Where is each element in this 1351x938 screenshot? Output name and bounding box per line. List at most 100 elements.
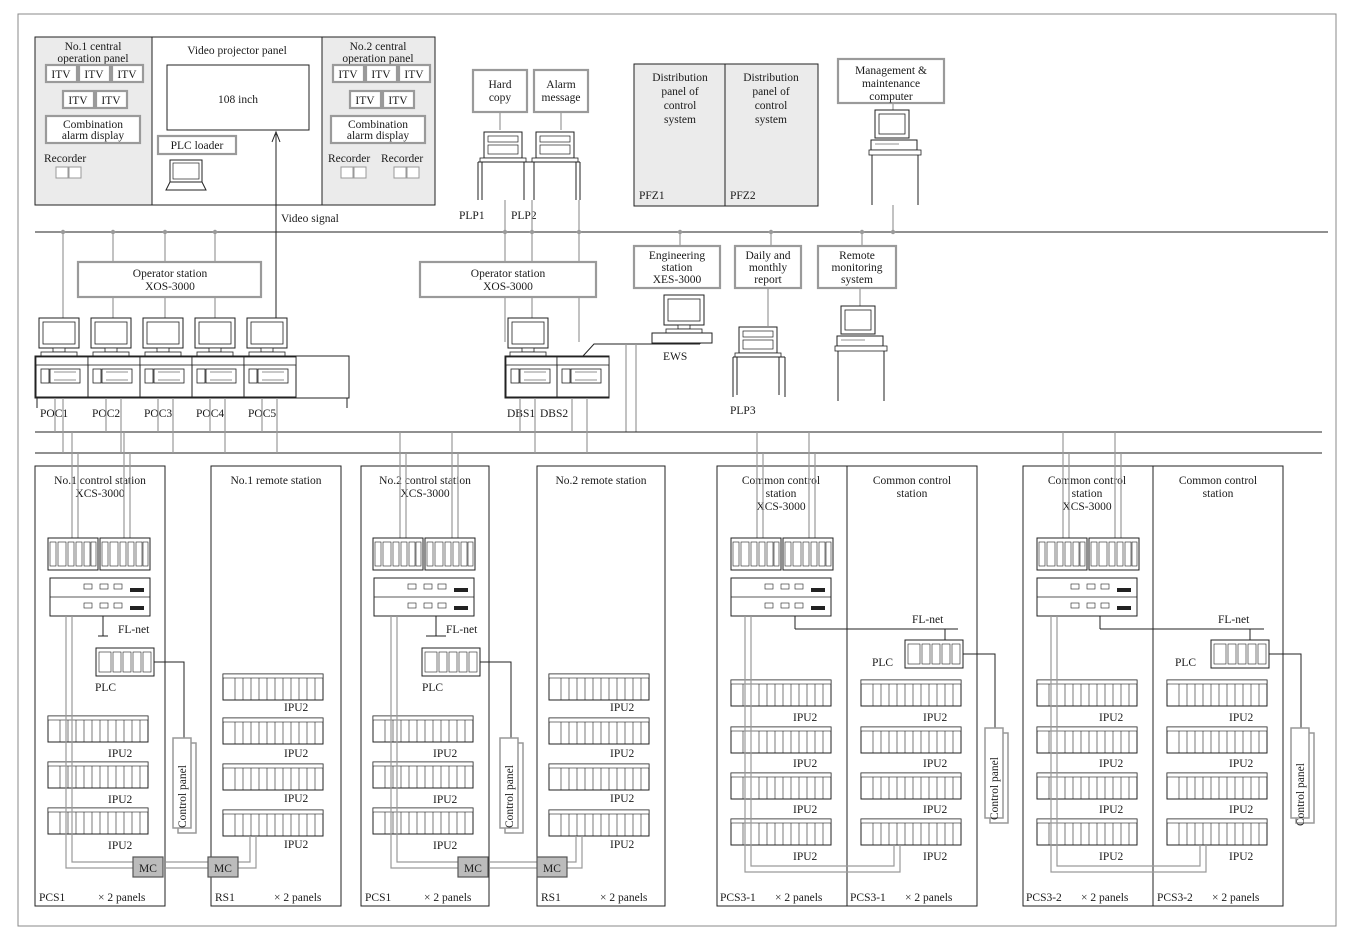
console-icon bbox=[243, 356, 297, 398]
switch-icon bbox=[49, 577, 151, 617]
combo-line1: Combination bbox=[63, 119, 123, 131]
plc-label: PLC bbox=[95, 682, 116, 694]
mc-label: MC bbox=[543, 863, 561, 875]
ipu-racks-rs2: IPU2 IPU2 IPU2 IPU2 bbox=[548, 673, 650, 851]
engineering-text: XES-3000 bbox=[653, 274, 702, 286]
laptop-icon bbox=[165, 159, 207, 191]
poc1-label: POC1 bbox=[40, 408, 68, 420]
ipu-rack-icon bbox=[1166, 726, 1268, 754]
ipu-rack-icon bbox=[1166, 772, 1268, 800]
alarm-message-box bbox=[532, 68, 590, 114]
fl-net-label: FL-net bbox=[446, 624, 478, 636]
ipu-label: IPU2 bbox=[1229, 758, 1254, 770]
hard-copy-line2: copy bbox=[489, 92, 512, 104]
central2-itv-monitors: ITV ITV ITV ITV ITV bbox=[331, 63, 432, 110]
dbs2-label: DBS2 bbox=[540, 408, 568, 420]
central2-recorder-label: Recorder bbox=[328, 153, 370, 165]
station-footer-id: RS1 bbox=[215, 892, 235, 904]
engineering-text: Engineering bbox=[649, 250, 705, 262]
itv-label: ITV bbox=[404, 69, 424, 81]
ipu-rack-icon bbox=[730, 679, 832, 707]
ipu-label: IPU2 bbox=[923, 851, 948, 863]
ipu-label: IPU2 bbox=[1099, 804, 1124, 816]
control-panel-label: Control panel bbox=[1295, 763, 1307, 826]
station-footer-panels: × 2 panels bbox=[905, 892, 953, 904]
station-footer-panels: × 2 panels bbox=[600, 892, 648, 904]
console-to-bus-drops bbox=[54, 398, 588, 453]
plc-label: PLC bbox=[1175, 657, 1196, 669]
remote-monitoring-box bbox=[816, 244, 898, 290]
cc2b-title2: station bbox=[1203, 488, 1234, 500]
controller-icon bbox=[730, 537, 782, 571]
operator-consoles bbox=[34, 317, 350, 408]
plc-loader-box bbox=[156, 134, 238, 156]
station-footer-panels: × 2 panels bbox=[1212, 892, 1260, 904]
ipu-rack-icon bbox=[1166, 679, 1268, 707]
station-footer-id: RS1 bbox=[541, 892, 561, 904]
ipu-label: IPU2 bbox=[108, 840, 133, 852]
monitor-icon bbox=[246, 317, 288, 357]
management-text: Management & bbox=[855, 65, 927, 77]
ipu-label: IPU2 bbox=[433, 748, 458, 760]
ipu-label: IPU2 bbox=[108, 794, 133, 806]
plp1-label: PLP1 bbox=[459, 210, 485, 222]
daily-report-box bbox=[733, 244, 803, 290]
pfz2-label: PFZ2 bbox=[730, 190, 756, 202]
distribution-text: panel of bbox=[752, 86, 790, 98]
distribution-panel-1 bbox=[633, 63, 726, 207]
alarm-line2: message bbox=[542, 92, 581, 104]
fl-net-label: FL-net bbox=[118, 624, 150, 636]
monitor-icon bbox=[142, 317, 184, 357]
station-footer-id: PCS3-1 bbox=[850, 892, 886, 904]
controller-icon bbox=[99, 537, 151, 571]
cs2-title: No.2 control station bbox=[379, 475, 471, 487]
station-footer-panels: × 2 panels bbox=[1081, 892, 1129, 904]
ipu-label: IPU2 bbox=[610, 702, 635, 714]
monitor-icon bbox=[194, 317, 236, 357]
printer-icon bbox=[734, 326, 782, 396]
ipu-rack-icon bbox=[372, 761, 474, 789]
ipu-label: IPU2 bbox=[923, 758, 948, 770]
cc2a-title2: station bbox=[1072, 488, 1103, 500]
cc1a-model: XCS-3000 bbox=[756, 501, 805, 513]
ipu-racks-cs2: IPU2 IPU2 IPU2 bbox=[372, 715, 474, 852]
central2-title1: No.2 central bbox=[350, 41, 407, 53]
report-text: Daily and bbox=[745, 250, 790, 262]
ipu-rack-icon bbox=[548, 717, 650, 745]
workstation-icon bbox=[834, 305, 888, 402]
plc-icon bbox=[1210, 639, 1270, 669]
plc-icon bbox=[421, 647, 481, 677]
console-icon bbox=[505, 356, 559, 398]
hard-copy-box bbox=[471, 68, 529, 114]
ipu-label: IPU2 bbox=[1229, 712, 1254, 724]
ipu-label: IPU2 bbox=[793, 851, 818, 863]
engineering-station-box bbox=[632, 244, 722, 290]
cc2a-title: Common control bbox=[1048, 475, 1126, 487]
internal-wiring bbox=[65, 616, 1207, 873]
controller-icon bbox=[782, 537, 834, 571]
itv-label: ITV bbox=[388, 95, 408, 107]
distribution-text: control bbox=[664, 100, 697, 112]
station-footer-panels: × 2 panels bbox=[424, 892, 472, 904]
cs1-title: No.1 control station bbox=[54, 475, 146, 487]
report-text: monthly bbox=[749, 262, 788, 274]
distribution-panel-2 bbox=[724, 63, 819, 207]
fl-net-label: FL-net bbox=[912, 614, 944, 626]
plp3-label: PLP3 bbox=[730, 405, 756, 417]
combo-line1: Combination bbox=[348, 119, 408, 131]
ipu-rack-icon bbox=[548, 809, 650, 837]
station-footer-id: PCS3-1 bbox=[720, 892, 756, 904]
plc-icon bbox=[95, 647, 155, 677]
operator-station-model: XOS-3000 bbox=[145, 281, 195, 293]
console-icon bbox=[35, 356, 89, 398]
fl-net-label: FL-net bbox=[1218, 614, 1250, 626]
controller-icon bbox=[1088, 537, 1140, 571]
cc1a-title: Common control bbox=[742, 475, 820, 487]
engineering-text: station bbox=[662, 262, 693, 274]
recorder-icon bbox=[393, 166, 407, 179]
ipu-label: IPU2 bbox=[1099, 851, 1124, 863]
ipu-rack-icon bbox=[730, 772, 832, 800]
cc1b-title2: station bbox=[897, 488, 928, 500]
combo-line2: alarm display bbox=[347, 130, 410, 142]
controller-icon bbox=[47, 537, 99, 571]
